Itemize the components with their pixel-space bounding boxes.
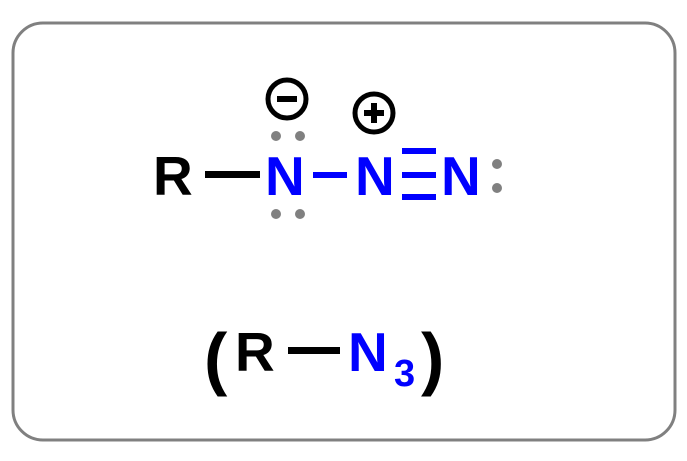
positive-charge-icon: [352, 91, 396, 135]
nitrogen-1-label: N: [265, 145, 305, 207]
lewis-structure: R N N N: [153, 77, 502, 219]
condensed-formula: ( R N 3 ): [204, 319, 444, 397]
formula-nitrogen: N: [348, 321, 388, 383]
formula-subscript: 3: [394, 353, 415, 395]
nitrogen-3-label: N: [441, 145, 481, 207]
frame-border: [11, 21, 677, 442]
close-parenthesis: ): [421, 319, 444, 397]
single-bond-r-n: [205, 171, 260, 178]
lone-pair-n3: [492, 159, 502, 193]
single-bond-n1-n2: [313, 172, 347, 178]
triple-bond-n2-n3: [402, 148, 436, 200]
open-parenthesis: (: [204, 319, 228, 397]
negative-charge-icon: [265, 77, 309, 121]
nitrogen-2-label: N: [355, 145, 395, 207]
formula-r-group: R: [235, 321, 275, 383]
formula-bond: [288, 347, 340, 354]
r-group-label: R: [153, 145, 193, 207]
lone-pair-n1-bottom: [271, 209, 305, 219]
lone-pair-n1-top: [271, 131, 305, 141]
